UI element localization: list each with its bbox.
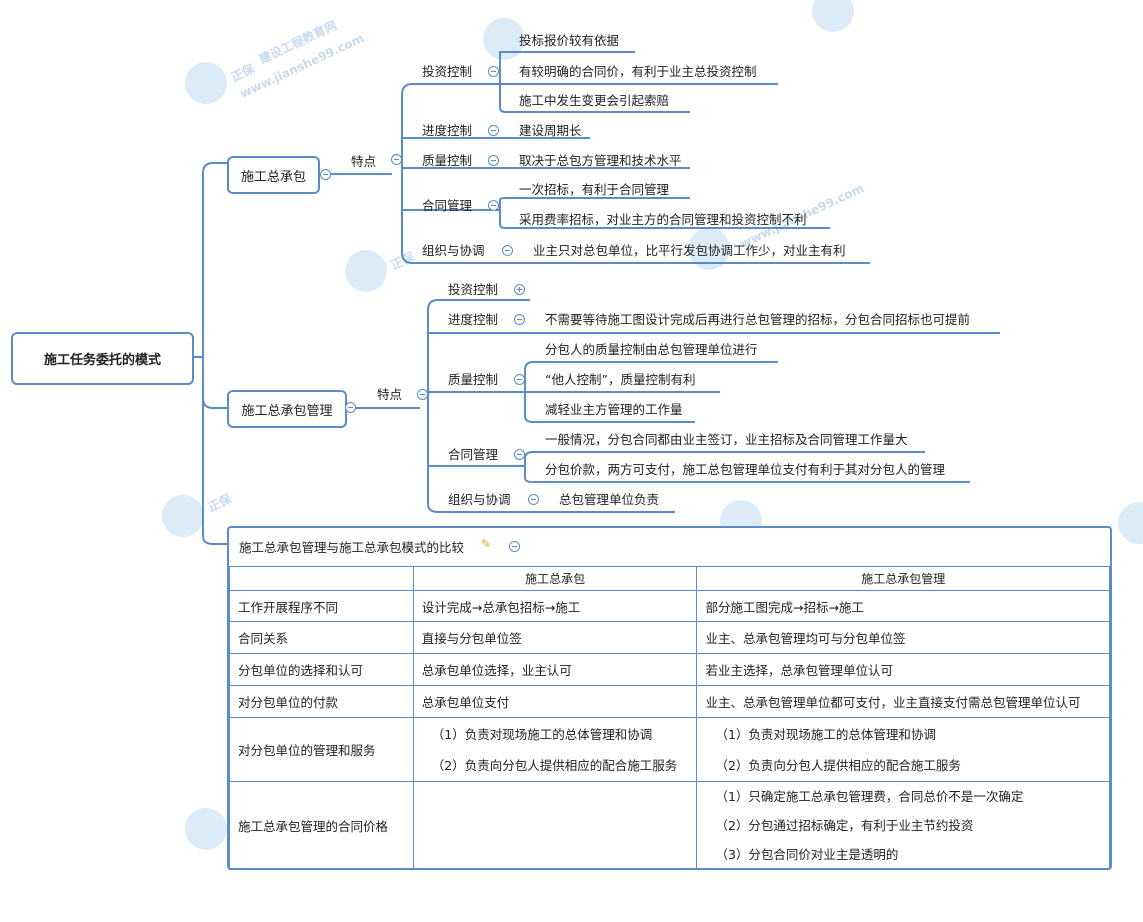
collapse-icon[interactable] [391, 154, 402, 165]
table-cell: 若业主选择，总承包管理单位认可 [696, 653, 1110, 686]
table-cell: 总承包单位支付 [412, 685, 698, 718]
item-text: 有较明确的合同价，有利于业主总投资控制 [519, 64, 757, 79]
collapse-icon[interactable] [488, 155, 499, 166]
table-cell: （1）负责对现场施工的总体管理和协调 （2）负责向分包人提供相应的配合施工服务 [412, 717, 698, 782]
item-text: 投标报价较有依据 [519, 33, 620, 48]
table-header-row: 施工总承包 施工总承包管理 [229, 566, 1110, 591]
note-icon[interactable]: ✎ [481, 537, 492, 551]
cell-line: （1）负责对现场施工的总体管理和协调 [431, 726, 653, 742]
table-row: 合同关系 直接与分包单位签 业主、总承包管理均可与分包单位签 [229, 621, 1110, 654]
table-cell: 业主、总承包管理均可与分包单位签 [696, 621, 1110, 654]
table-cell: （1）只确定施工总承包管理费，合同总价不是一次确定 （2）分包通过招标确定，有利… [696, 781, 1110, 870]
group-label: 投资控制 [422, 64, 473, 79]
group-label: 合同管理 [448, 447, 499, 462]
group-label: 合同管理 [422, 198, 473, 213]
table-cell: 总承包单位选择，业主认可 [412, 653, 698, 686]
collapse-icon[interactable] [514, 374, 525, 385]
collapse-icon[interactable] [502, 245, 513, 256]
table-cell: 工作开展程序不同 [229, 590, 414, 622]
table-row: 对分包单位的付款 总承包单位支付 业主、总承包管理单位都可支付，业主直接支付需总… [229, 685, 1110, 718]
cell-line: （3）分包合同价对业主是透明的 [715, 847, 899, 862]
collapse-icon[interactable] [320, 169, 331, 180]
watermark-logo-icon [345, 250, 387, 292]
collapse-icon[interactable] [509, 541, 520, 552]
expand-icon[interactable] [514, 284, 525, 295]
item-text: “他人控制”，质量控制有利 [545, 372, 696, 387]
group-label: 进度控制 [448, 312, 499, 327]
root-label: 施工任务委托的模式 [43, 353, 161, 368]
item-text: 业主只对总包单位，比平行发包协调工作少，对业主有利 [533, 243, 846, 258]
collapse-icon[interactable] [345, 402, 356, 413]
cell-line: （1）负责对现场施工的总体管理和协调 [715, 726, 936, 742]
table-row: 分包单位的选择和认可 总承包单位选择，业主认可 若业主选择，总承包管理单位认可 [229, 653, 1110, 686]
table-cell: 分包单位的选择和认可 [229, 653, 414, 686]
table-cell: 业主、总承包管理单位都可支付，业主直接支付需总包管理单位认可 [696, 685, 1110, 718]
feature-label: 特点 [377, 387, 403, 402]
watermark-logo-icon [185, 808, 227, 850]
item-text: 采用费率招标，对业主方的合同管理和投资控制不利 [519, 212, 807, 227]
item-text: 施工中发生变更会引起索赔 [519, 93, 670, 108]
table-row: 工作开展程序不同 设计完成→总承包招标→施工 部分施工图完成→招标→施工 [229, 590, 1110, 622]
cell-line: （2）分包通过招标确定，有利于业主节约投资 [715, 818, 974, 833]
item-text: 总包管理单位负责 [559, 492, 660, 507]
table-cell: （1）负责对现场施工的总体管理和协调 （2）负责向分包人提供相应的配合施工服务 [696, 717, 1110, 782]
cell-line: （2）负责向分包人提供相应的配合施工服务 [431, 757, 678, 773]
item-text: 一次招标，有利于合同管理 [519, 182, 670, 197]
comparison-node[interactable]: 施工总承包管理与施工总承包模式的比较 ✎ 施工总承包 施工总承包管理 工作开展程… [227, 526, 1112, 870]
collapse-icon[interactable] [417, 389, 428, 400]
comparison-table: 施工总承包 施工总承包管理 工作开展程序不同 设计完成→总承包招标→施工 部分施… [229, 566, 1110, 870]
branch-label: 施工总承包 [240, 169, 306, 185]
item-text: 不需要等待施工图设计完成后再进行总包管理的招标，分包合同招标也可提前 [545, 312, 971, 327]
feature-label: 特点 [351, 154, 377, 169]
table-cell: 部分施工图完成→招标→施工 [696, 590, 1110, 622]
collapse-icon[interactable] [488, 66, 499, 77]
watermark-logo-icon [185, 62, 227, 104]
table-header-cell [229, 566, 414, 591]
item-text: 减轻业主方管理的工作量 [545, 402, 683, 417]
branch-general-contracting[interactable]: 施工总承包 [227, 156, 320, 194]
table-cell: 直接与分包单位签 [412, 621, 698, 654]
item-text: 取决于总包方管理和技术水平 [519, 153, 682, 168]
cell-line: （1）只确定施工总承包管理费，合同总价不是一次确定 [715, 789, 1024, 804]
watermark-logo-icon [162, 495, 204, 537]
item-text: 建设周期长 [519, 123, 582, 138]
table-cell [412, 781, 698, 870]
collapse-icon[interactable] [528, 494, 539, 505]
group-label: 投资控制 [448, 282, 499, 297]
cell-line: （2）负责向分包人提供相应的配合施工服务 [715, 757, 961, 773]
group-label: 进度控制 [422, 123, 473, 138]
table-header-cell: 施工总承包管理 [696, 566, 1110, 591]
collapse-icon[interactable] [514, 449, 525, 460]
table-cell: 合同关系 [229, 621, 414, 654]
group-label: 组织与协调 [448, 492, 511, 507]
item-text: 分包人的质量控制由总包管理单位进行 [545, 342, 758, 357]
group-label: 质量控制 [422, 153, 473, 168]
item-text: 分包价款，两方可支付，施工总包管理单位支付有利于其对分包人的管理 [545, 462, 946, 477]
table-row: 施工总承包管理的合同价格 （1）只确定施工总承包管理费，合同总价不是一次确定 （… [229, 781, 1110, 870]
comparison-title: 施工总承包管理与施工总承包模式的比较 [239, 540, 465, 555]
branch-label: 施工总承包管理 [241, 403, 333, 419]
branch-general-contracting-management[interactable]: 施工总承包管理 [227, 390, 347, 428]
table-header-cell: 施工总承包 [412, 566, 698, 591]
table-cell: 施工总承包管理的合同价格 [229, 781, 414, 870]
group-label: 组织与协调 [422, 243, 485, 258]
item-text: 一般情况，分包合同都由业主签订，业主招标及合同管理工作量大 [545, 432, 908, 447]
collapse-icon[interactable] [488, 125, 499, 136]
collapse-icon[interactable] [488, 200, 499, 211]
table-row: 对分包单位的管理和服务 （1）负责对现场施工的总体管理和协调 （2）负责向分包人… [229, 717, 1110, 782]
table-cell: 设计完成→总承包招标→施工 [412, 590, 698, 622]
group-label: 质量控制 [448, 372, 499, 387]
root-node[interactable]: 施工任务委托的模式 [11, 332, 194, 385]
table-cell: 对分包单位的付款 [229, 685, 414, 718]
table-cell: 对分包单位的管理和服务 [229, 717, 414, 782]
collapse-icon[interactable] [514, 314, 525, 325]
